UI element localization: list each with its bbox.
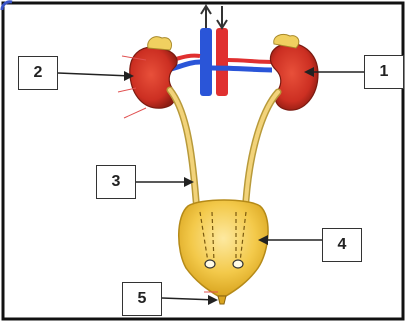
vena-cava bbox=[200, 28, 212, 96]
right-renal-vein bbox=[212, 68, 272, 70]
corner-artifact bbox=[2, 2, 12, 10]
left-adrenal-gland bbox=[148, 37, 172, 50]
left-ureter-orifice bbox=[205, 260, 215, 268]
right-adrenal-gland bbox=[274, 34, 299, 48]
label-box-5: 5 bbox=[122, 282, 162, 316]
right-ureter-orifice bbox=[233, 260, 243, 268]
pointer-line-2 bbox=[58, 73, 132, 76]
label-box-1: 1 bbox=[364, 55, 404, 89]
urethra bbox=[218, 296, 226, 304]
right-kidney bbox=[270, 43, 318, 110]
label-box-2: 2 bbox=[18, 56, 58, 90]
pointer-line-5 bbox=[162, 298, 216, 300]
pointer-arrow-5-icon bbox=[208, 295, 218, 305]
aorta bbox=[216, 28, 228, 96]
urinary-bladder bbox=[179, 200, 268, 296]
right-renal-artery bbox=[228, 60, 272, 62]
label-box-4: 4 bbox=[322, 228, 362, 262]
left-kidney bbox=[130, 47, 177, 108]
label-box-3: 3 bbox=[96, 165, 136, 199]
